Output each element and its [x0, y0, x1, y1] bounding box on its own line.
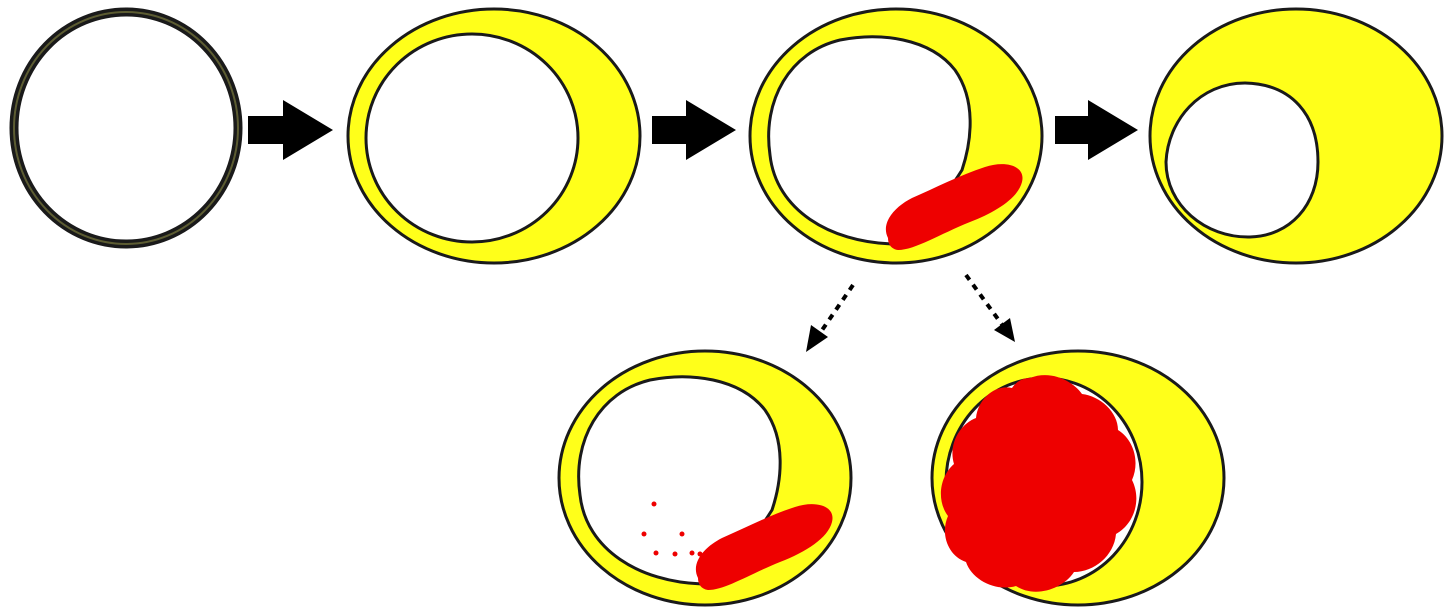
- branch-occluded-by-thrombus: [932, 351, 1224, 605]
- progression-arrow-2: [652, 100, 736, 160]
- stage-thickened-wall: [348, 9, 640, 263]
- progression-arrow-1: [248, 100, 333, 160]
- stage-narrowed-lumen: [1150, 9, 1442, 263]
- stage-plaque: [750, 9, 1042, 263]
- stage-normal-vessel: [14, 12, 238, 244]
- branch-arrow-left: [806, 285, 853, 352]
- vessel-lumen: [1166, 83, 1318, 237]
- vessel-outer-wall: [14, 12, 238, 244]
- vessel-lumen: [366, 34, 578, 242]
- branch-arrow-right: [966, 275, 1015, 342]
- progression-arrow-3: [1055, 100, 1138, 160]
- branch-plaque-with-emboli: [559, 351, 851, 605]
